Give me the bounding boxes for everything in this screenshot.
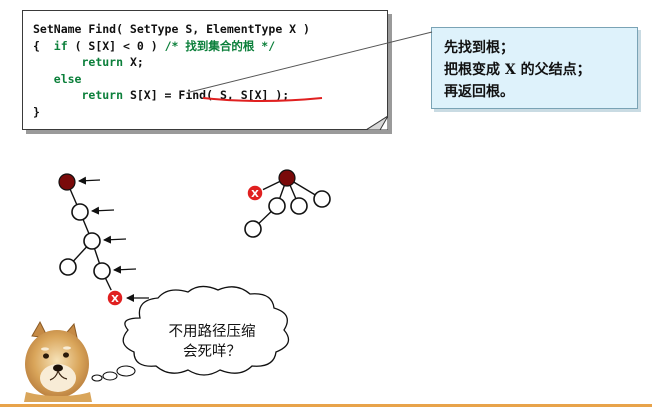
tree-node	[268, 197, 286, 215]
callout-line-3: 再返回根。	[444, 84, 514, 100]
callout-line-2: 把根变成 X 的父结点；	[444, 62, 591, 78]
right-tree: X	[244, 169, 331, 238]
code-line-2-cond: ( S[X] < 0 )	[67, 38, 165, 53]
leader-line	[189, 31, 433, 93]
doge-image	[24, 320, 92, 402]
tree-node	[71, 203, 89, 221]
code-line-3-rest: X;	[123, 55, 144, 69]
pointer-arrow	[103, 235, 127, 244]
callout-line-1: 先找到根；	[444, 40, 514, 56]
code-line-1: SetName Find( SetType S, ElementType X )	[33, 22, 310, 36]
code-line-6: }	[33, 104, 40, 119]
x-node-label: X	[111, 294, 119, 305]
thought-bubble	[91, 285, 290, 382]
bubble-text: 不用路径压缩 会死咩？	[142, 322, 282, 362]
code-line-2-open: {	[33, 38, 54, 53]
page-fold-icon	[366, 116, 388, 130]
pointer-arrow	[91, 206, 115, 215]
bubble-line-1: 不用路径压缩	[168, 324, 256, 340]
tree-node	[93, 262, 111, 280]
find-underline	[202, 97, 323, 102]
root-node	[278, 169, 296, 187]
keyword-if: if	[53, 38, 68, 53]
bubble-dot	[116, 365, 136, 377]
bottom-rule	[0, 404, 652, 407]
bubble-dot	[91, 374, 103, 382]
tree-node	[313, 190, 331, 208]
code-box: SetName Find( SetType S, ElementType X )…	[22, 10, 388, 130]
tree-node	[83, 232, 101, 250]
x-node-label: X	[251, 189, 259, 200]
code-line-5-mid: S[X] =	[123, 88, 179, 102]
tree-node	[244, 220, 262, 238]
x-node	[246, 184, 264, 202]
x-node	[106, 289, 124, 307]
root-node	[58, 173, 76, 191]
callout-box: 先找到根； 把根变成 X 的父结点； 再返回根。	[431, 27, 638, 109]
keyword-return: return	[81, 88, 124, 102]
tree-node	[59, 258, 77, 276]
left-tree: X	[58, 173, 149, 307]
bubble-line-2: 会死咩？	[183, 344, 241, 360]
bubble-cloud	[122, 285, 290, 376]
bubble-dot	[102, 371, 118, 381]
pointer-arrow	[113, 265, 137, 274]
code-line-5-end: ;	[282, 88, 290, 102]
keyword-return: return	[81, 55, 124, 69]
tree-node	[290, 197, 308, 215]
pointer-arrow	[78, 176, 101, 185]
keyword-else: else	[53, 71, 82, 86]
code-block: SetName Find( SetType S, ElementType X )…	[23, 11, 387, 120]
code-comment: /* 找到集合的根 */	[164, 38, 276, 53]
